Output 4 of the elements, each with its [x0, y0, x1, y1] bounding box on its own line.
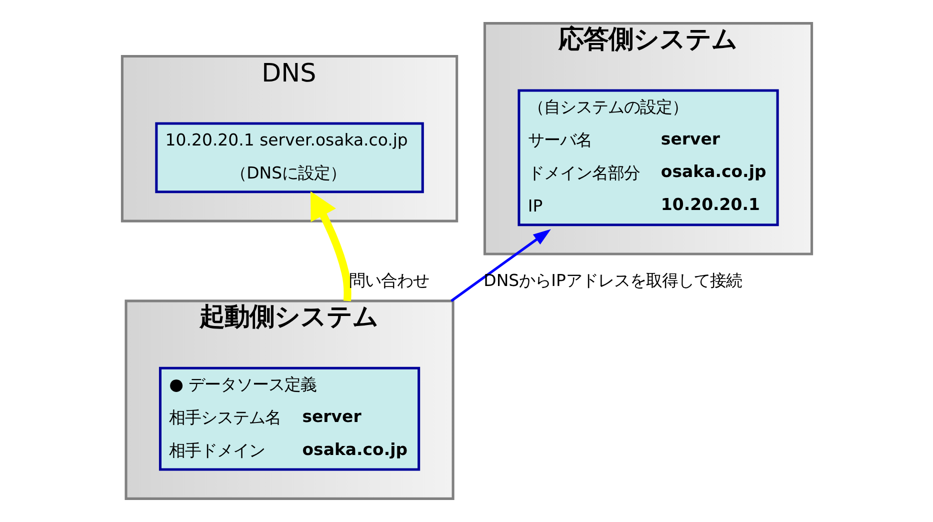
edge-label: DNSからIPアドレスを取得して接続	[483, 271, 742, 290]
edge-label: 問い合わせ	[348, 271, 429, 290]
arrow	[450, 229, 550, 302]
arrow	[310, 191, 351, 302]
